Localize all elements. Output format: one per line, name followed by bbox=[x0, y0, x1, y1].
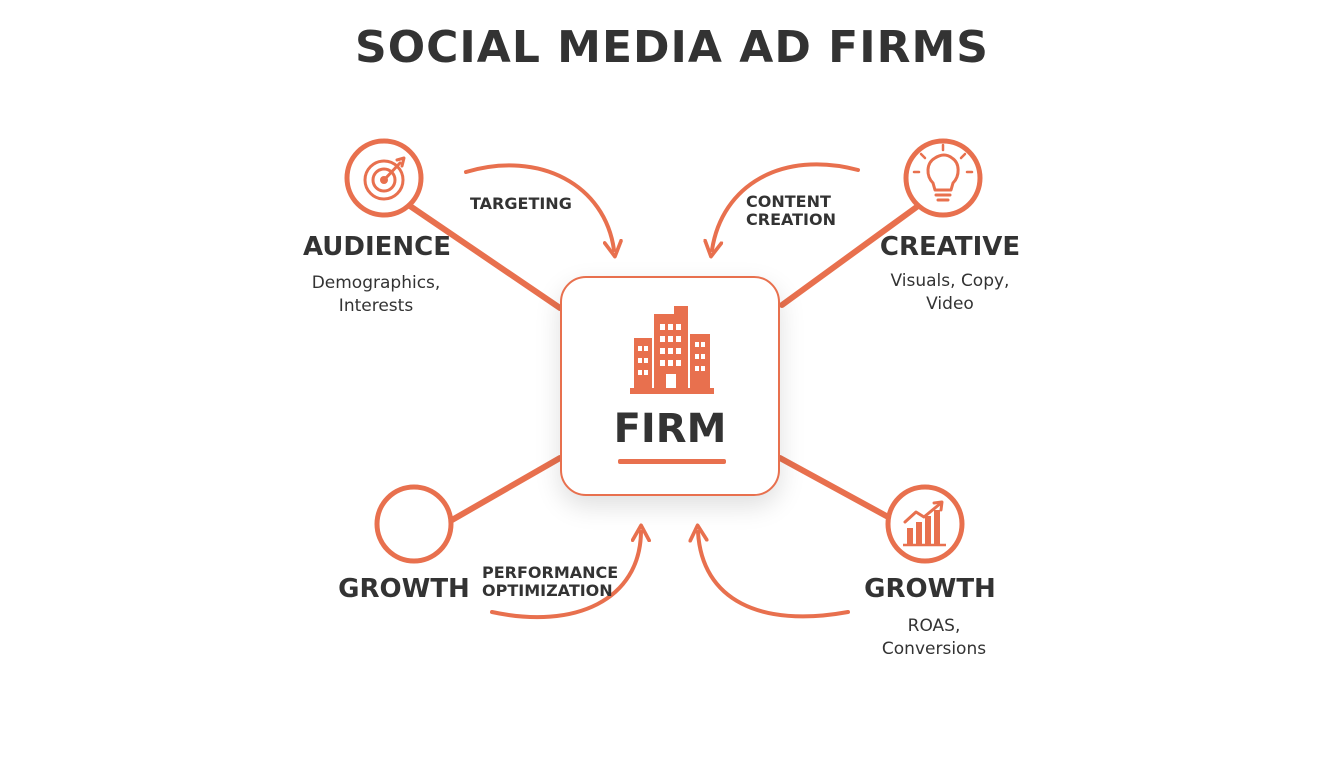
building-icon bbox=[630, 306, 714, 394]
audience-description: Demographics, Interests bbox=[312, 272, 441, 318]
content-creation-label: CONTENT CREATION bbox=[746, 193, 836, 229]
audience-desc-line2: Interests bbox=[338, 296, 414, 316]
growth-right-description: ROAS, Conversions bbox=[882, 615, 986, 661]
connector-audience bbox=[407, 203, 563, 311]
growth-right-desc-line1: ROAS, bbox=[907, 616, 961, 636]
growth-right-title: GROWTH bbox=[864, 574, 996, 604]
growth-right-desc-line2: Conversions bbox=[881, 639, 987, 659]
targeting-label-line1: TARGETING bbox=[470, 194, 572, 213]
page-title: SOCIAL MEDIA AD FIRMS bbox=[355, 22, 989, 73]
center-underline bbox=[618, 459, 726, 464]
empty-circle bbox=[374, 484, 454, 564]
performance-optimization-arrow bbox=[490, 532, 641, 620]
creative-desc-line2: Video bbox=[926, 294, 974, 314]
center-label: FIRM bbox=[613, 406, 727, 452]
targeting-label: TARGETING bbox=[470, 195, 572, 213]
audience-title: AUDIENCE bbox=[302, 232, 452, 262]
content-creation-arrow bbox=[712, 162, 860, 250]
connector-growth-right bbox=[777, 455, 893, 521]
lightbulb-icon bbox=[903, 138, 983, 218]
creative-desc-line1: Visuals, Copy, bbox=[890, 271, 1010, 291]
performance-optimization-label-line2: OPTIMIZATION bbox=[482, 581, 613, 600]
center-firm-box: FIRM bbox=[560, 276, 780, 496]
creative-title: CREATIVE bbox=[879, 232, 1021, 262]
growth-return-arrow bbox=[698, 532, 850, 619]
content-creation-label-line1: CONTENT bbox=[746, 192, 831, 211]
performance-optimization-label-line1: PERFORMANCE bbox=[482, 563, 619, 582]
audience-desc-line1: Demographics, bbox=[311, 273, 441, 293]
performance-optimization-label: PERFORMANCE OPTIMIZATION bbox=[482, 564, 618, 600]
growth-left-title: GROWTH bbox=[338, 574, 470, 604]
creative-description: Visuals, Copy, Video bbox=[891, 270, 1010, 316]
target-icon bbox=[344, 138, 424, 218]
content-creation-label-line2: CREATION bbox=[746, 210, 836, 229]
connector-creative bbox=[779, 203, 921, 308]
connector-growth-left bbox=[449, 455, 563, 523]
targeting-arrow bbox=[464, 163, 614, 250]
chart-growth-icon bbox=[885, 484, 965, 564]
